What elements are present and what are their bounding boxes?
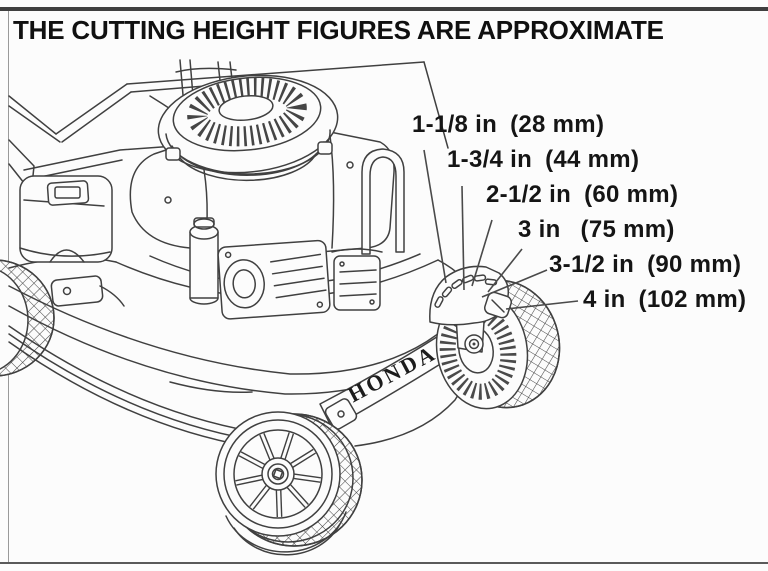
cutting-height-label: 3 in (75 mm) [518,216,675,244]
rear-wheel-fins [439,304,517,400]
cutting-height-label: 1-3/4 in (44 mm) [447,146,639,174]
height-mm: (90 mm) [647,251,742,278]
height-inches: 1-1/8 in [412,111,498,138]
page-border-bottom [0,562,768,564]
height-inches: 1-3/4 in [447,146,533,173]
leader-line [461,185,465,291]
height-mm: (102 mm) [638,286,747,313]
leader-line [487,248,523,293]
fan-cover-vent-slats [187,77,307,147]
front-wheel [215,411,363,556]
leader-line [471,219,493,287]
height-inches: 3-1/2 in [549,251,635,278]
leader-lines [423,149,579,310]
engine-frame-loop [361,148,405,255]
height-mm: (60 mm) [584,181,679,208]
height-adjuster-quadrant [429,265,513,326]
cutting-height-label: 4 in (102 mm) [583,286,746,314]
air-cleaner-cover [217,239,331,320]
muffler [331,248,383,311]
height-inches: 4 in [583,286,626,313]
left-rear-wheel [0,259,125,377]
fuel-tank [19,175,113,263]
height-inches: 2-1/2 in [486,181,572,208]
height-mm: (44 mm) [545,146,640,173]
leader-line [423,149,447,284]
leader-line [481,269,548,298]
front-wheel-spokes [235,432,321,518]
engine-fan-cover [157,74,339,182]
cutting-height-label: 1-1/8 in (28 mm) [412,111,604,139]
oil-filler [189,217,219,305]
height-mm: (28 mm) [510,111,605,138]
page-title: THE CUTTING HEIGHT FIGURES ARE APPROXIMA… [13,15,664,45]
cutting-height-label: 2-1/2 in (60 mm) [486,181,678,209]
cutting-height-label: 3-1/2 in (90 mm) [549,251,741,279]
rear-wheel [435,279,561,410]
height-mm: (75 mm) [580,216,675,243]
leader-line [505,300,579,310]
page-border-top [0,7,768,11]
height-inches: 3 in [518,216,561,243]
